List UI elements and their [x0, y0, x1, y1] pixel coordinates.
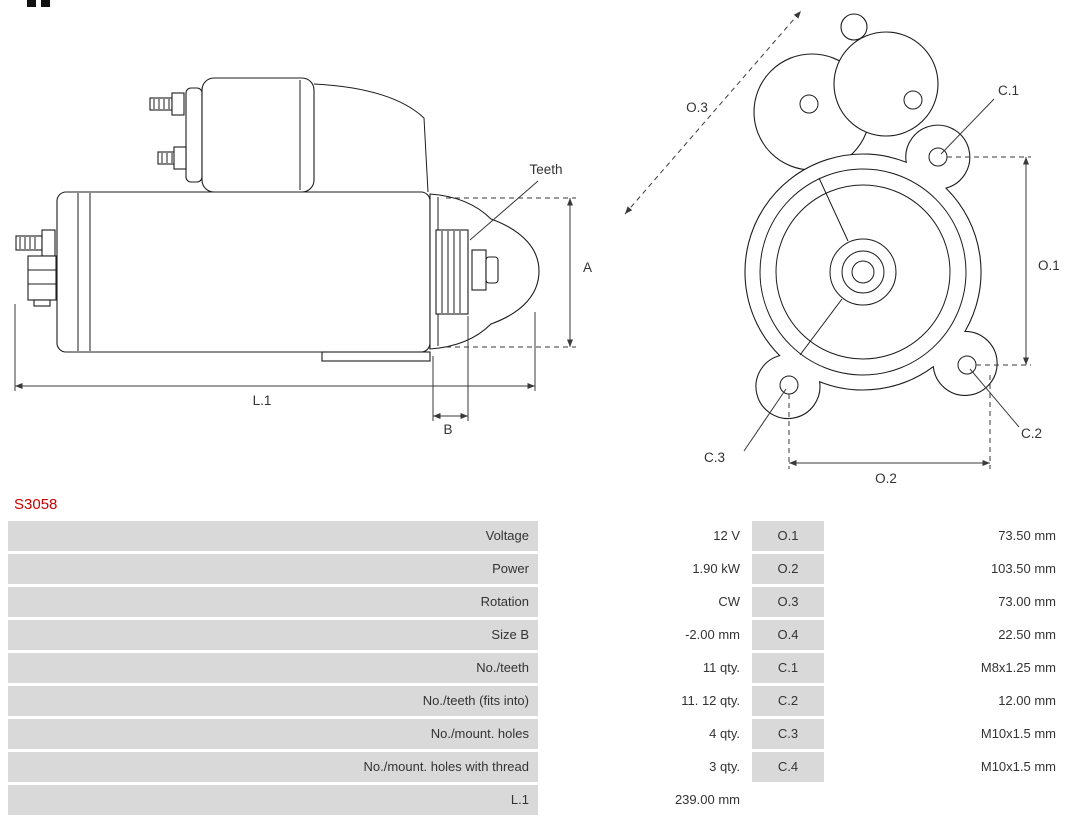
- dim-value-empty: [827, 785, 1065, 815]
- dim-label-empty: [752, 785, 824, 815]
- terminal-2-threads: [161, 153, 173, 163]
- front-view-dimensions: O.3 C.1 O.1 C.2 C.3 O.2: [624, 10, 1060, 486]
- spec-label: L.1: [8, 785, 538, 815]
- dim-value: M10x1.5 mm: [827, 752, 1065, 782]
- spec-label: Rotation: [8, 587, 538, 617]
- dim-label: O.1: [752, 521, 824, 551]
- dim-c3-leader: [743, 388, 787, 452]
- solenoid-lobe-right: [833, 31, 939, 137]
- spec-value: 11 qty.: [541, 653, 749, 683]
- solenoid-body: [201, 77, 315, 193]
- terminal-2-nut: [173, 146, 187, 170]
- spec-value: 11. 12 qty.: [541, 686, 749, 716]
- mounting-flange: [744, 124, 998, 420]
- dim-value: 103.50 mm: [827, 554, 1065, 584]
- terminal-1-threads: [153, 99, 170, 109]
- front-view: [744, 13, 998, 420]
- spec-label: No./teeth (fits into): [8, 686, 538, 716]
- dim-b-extension-lines: [432, 316, 469, 421]
- technical-drawing: Teeth A L.1 B: [14, 10, 1060, 486]
- part-number: S3058: [14, 496, 58, 513]
- terminal-block: [27, 255, 57, 301]
- spec-label: Voltage: [8, 521, 538, 551]
- dim-c2-label: C.2: [1021, 426, 1042, 441]
- dim-label: C.1: [752, 653, 824, 683]
- dim-value: M10x1.5 mm: [827, 719, 1065, 749]
- dim-l1-label: L.1: [253, 393, 272, 408]
- dim-c3-label: C.3: [704, 450, 725, 465]
- logo-fragment: [27, 0, 50, 7]
- shaft-circle: [851, 260, 875, 284]
- hub-mid-circle: [841, 250, 885, 294]
- radial-section-lines: [799, 177, 849, 356]
- terminal-1-nut: [171, 92, 185, 116]
- shaft-nose: [485, 256, 499, 284]
- dim-label: C.2: [752, 686, 824, 716]
- solenoid-bolt-hole-right: [903, 90, 923, 110]
- spec-value: 3 qty.: [541, 752, 749, 782]
- spec-label: No./teeth: [8, 653, 538, 683]
- hub-outer-circle: [829, 238, 897, 306]
- side-view-dimensions: Teeth A L.1 B: [14, 162, 592, 437]
- spec-value: 1.90 kW: [541, 554, 749, 584]
- lifting-eye: [840, 13, 868, 41]
- spec-label: No./mount. holes: [8, 719, 538, 749]
- dim-o1-extension-lines: [947, 156, 1031, 366]
- spec-value: 239.00 mm: [541, 785, 749, 815]
- spec-value: CW: [541, 587, 749, 617]
- spec-value: 12 V: [541, 521, 749, 551]
- spec-value: -2.00 mm: [541, 620, 749, 650]
- drive-housing-cowl: [313, 83, 429, 193]
- mounting-foot: [321, 351, 431, 362]
- motor-body: [56, 191, 431, 353]
- dim-value: 12.00 mm: [827, 686, 1065, 716]
- teeth-leader-line: [469, 180, 539, 241]
- dim-value: 22.50 mm: [827, 620, 1065, 650]
- terminal-nut: [41, 229, 56, 257]
- spec-label: No./mount. holes with thread: [8, 752, 538, 782]
- spec-value: 4 qty.: [541, 719, 749, 749]
- pinion-teeth-lines: [441, 231, 461, 313]
- terminal-threads: [19, 237, 36, 249]
- spec-table: Voltage 12 V O.1 73.50 mm Power 1.90 kW …: [8, 521, 1072, 815]
- pinion-gear: [435, 229, 469, 315]
- terminal-block-lines: [28, 269, 56, 285]
- dim-value: M8x1.25 mm: [827, 653, 1065, 683]
- logo-bar: [41, 0, 50, 7]
- logo-bar: [27, 0, 36, 7]
- dim-label: C.4: [752, 752, 824, 782]
- dim-o2-label: O.2: [875, 471, 897, 486]
- terminal-tab: [33, 299, 51, 307]
- body-end-cap-seams: [77, 193, 91, 351]
- starter-motor-drawing: Teeth A L.1 B: [14, 10, 1060, 486]
- dim-o1-label: O.1: [1038, 258, 1060, 273]
- dim-value: 73.50 mm: [827, 521, 1065, 551]
- dim-l1-extension-lines: [14, 304, 536, 391]
- dim-o2-extension-lines: [788, 375, 991, 469]
- dim-o3-label: O.3: [686, 100, 708, 115]
- housing-inner-circle: [775, 184, 951, 360]
- dim-label: C.3: [752, 719, 824, 749]
- housing-face-circle: [759, 168, 967, 376]
- teeth-label: Teeth: [529, 162, 562, 177]
- spec-label: Size B: [8, 620, 538, 650]
- dim-c2-leader: [969, 368, 1020, 428]
- dim-b-label: B: [443, 422, 452, 437]
- solenoid-end-cap: [185, 87, 203, 183]
- dim-value: 73.00 mm: [827, 587, 1065, 617]
- dim-label: O.3: [752, 587, 824, 617]
- side-view: [15, 77, 540, 362]
- dim-c1-label: C.1: [998, 83, 1019, 98]
- dim-c1-leader: [940, 98, 995, 155]
- dim-label: O.4: [752, 620, 824, 650]
- dim-label: O.2: [752, 554, 824, 584]
- dim-a-label: A: [583, 260, 592, 275]
- spec-label: Power: [8, 554, 538, 584]
- shaft-collar: [471, 249, 487, 291]
